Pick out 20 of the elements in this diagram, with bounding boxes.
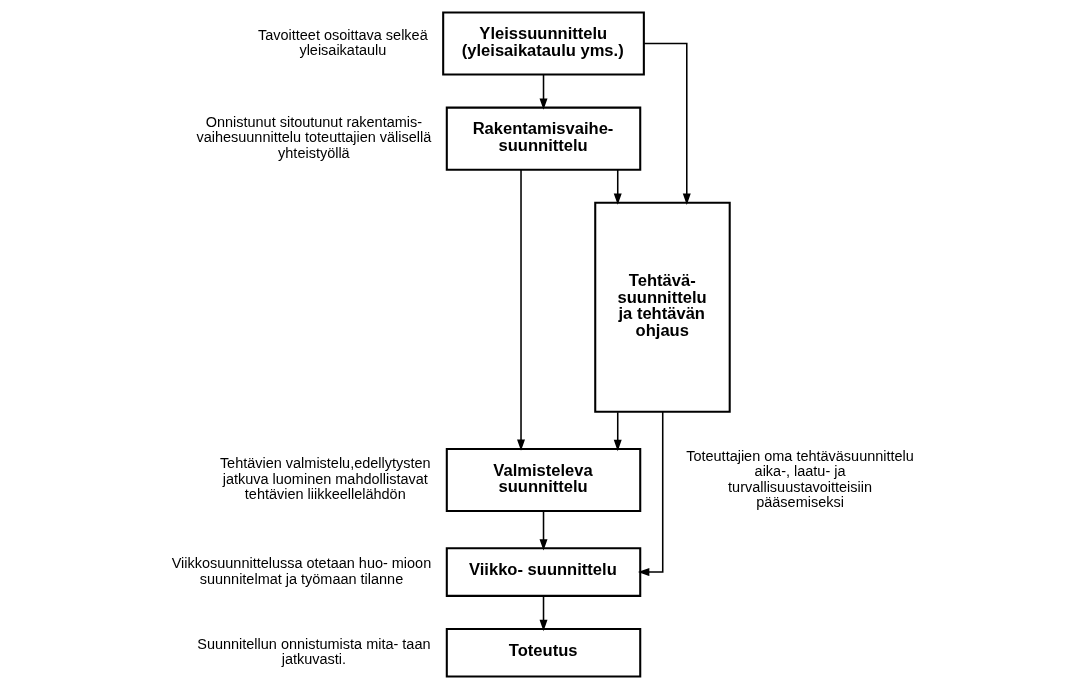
node-label: Toteuttajien oma tehtäväsuunnittelu aika-, laatu- ja turvallisuustavoitteisiin pääsemiseksi	[685, 447, 914, 511]
node-box: Tehtävä- suunnittelu ja tehtävän ohjaus	[593, 201, 731, 413]
arrow	[642, 42, 691, 205]
arrow	[516, 169, 525, 451]
node-label: Onnistunut sitoutunut rakentamis- vaihesuunnittelu toteuttajien välisellä yhteistyöllä	[195, 113, 431, 161]
arrow	[637, 411, 663, 577]
node-label: Tavoitteet osoittava selkeä yleisaikataulu	[257, 26, 428, 59]
arrow	[539, 510, 547, 551]
node-box: Toteutus	[445, 627, 641, 678]
node-label: Viikkosuunnittelussa otetaan huo- mioon suunnitelmat ja työmaan tilanne	[171, 555, 431, 587]
node-box: Rakentamisvaihe- suunnittelu	[445, 106, 641, 171]
arrow	[539, 73, 547, 110]
arrow	[613, 411, 622, 452]
node-label: Tehtävien valmistelu,edellytysten jatkuva luominen mahdollistavat tehtävien liikkeellelähdön	[219, 455, 431, 503]
arrow	[613, 169, 622, 205]
node-box: Viikko- suunnittelu	[445, 547, 641, 597]
node-box: Yleissuunnittelu (yleisaikataulu yms.)	[441, 11, 645, 76]
node-label: Suunnitellun onnistumista mita- taan jatkuvasti.	[196, 635, 431, 668]
arrow	[539, 595, 547, 632]
node-box: Valmisteleva suunnittelu	[445, 447, 641, 513]
